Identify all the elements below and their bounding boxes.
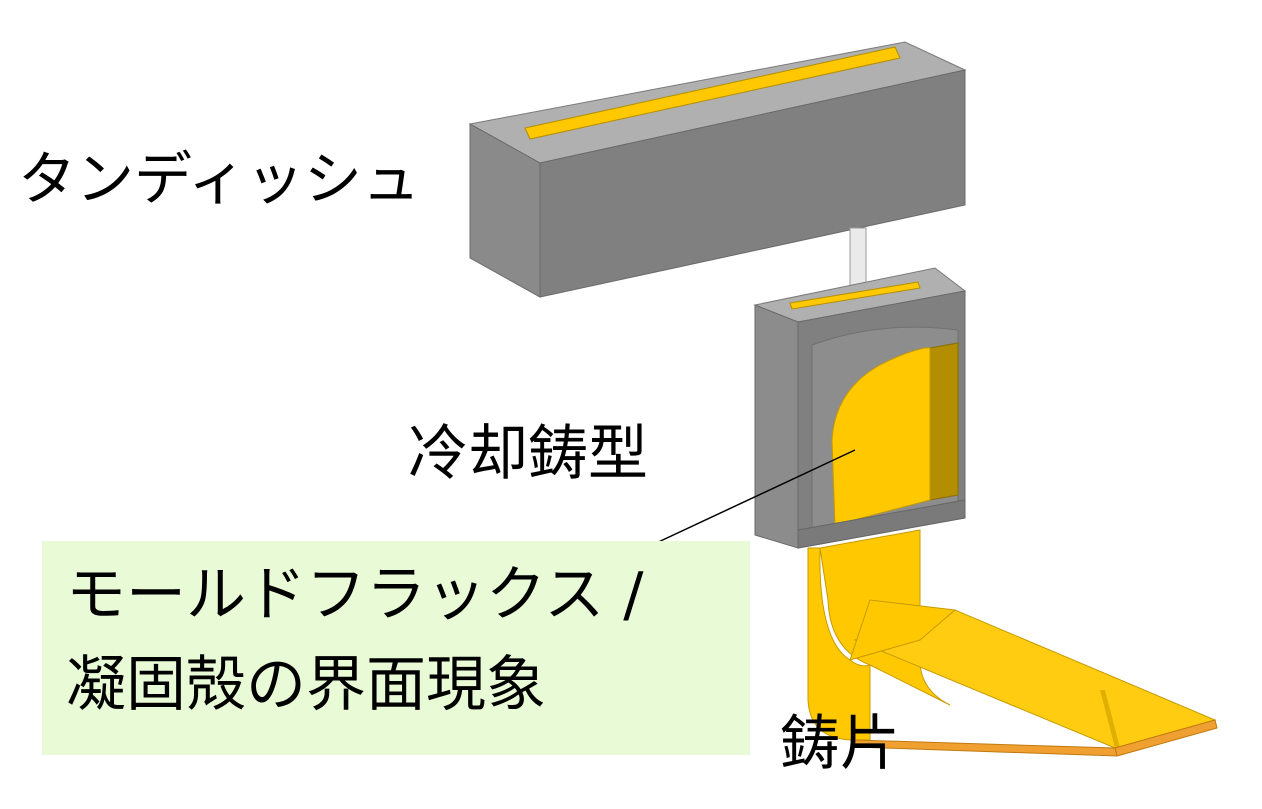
solidified-shell [831,347,931,526]
tundish-label: タンディッシュ [18,145,420,213]
tundish [468,41,967,298]
callout-leader-line [651,449,856,546]
tundish-side-face [539,69,966,298]
mold-molten-steel-strip [789,281,921,310]
cast-slab [807,529,1218,757]
slab-bottom-edge [854,739,1118,757]
cooling-mold-label: 冷却鋳型 [408,419,648,489]
slab-segment-divider [1100,690,1120,748]
slab-bent-section-face [849,599,957,661]
callout-text-line-1: モールドフラックス / [66,560,644,630]
interface-phenomena-callout: モールドフラックス / 凝固殻の界面現象 [42,541,750,755]
cooling-mold [753,267,967,549]
tundish-molten-steel-strip [524,46,901,140]
cast-slab-label: 鋳片 [780,709,900,779]
solidified-shell-inner-wall [929,342,959,501]
callout-text-line-2: 凝固殻の界面現象 [66,650,546,720]
slab-vertical-curved-section [807,547,871,741]
mold-bottom-flange [797,499,966,549]
mold-front-face [754,304,799,549]
